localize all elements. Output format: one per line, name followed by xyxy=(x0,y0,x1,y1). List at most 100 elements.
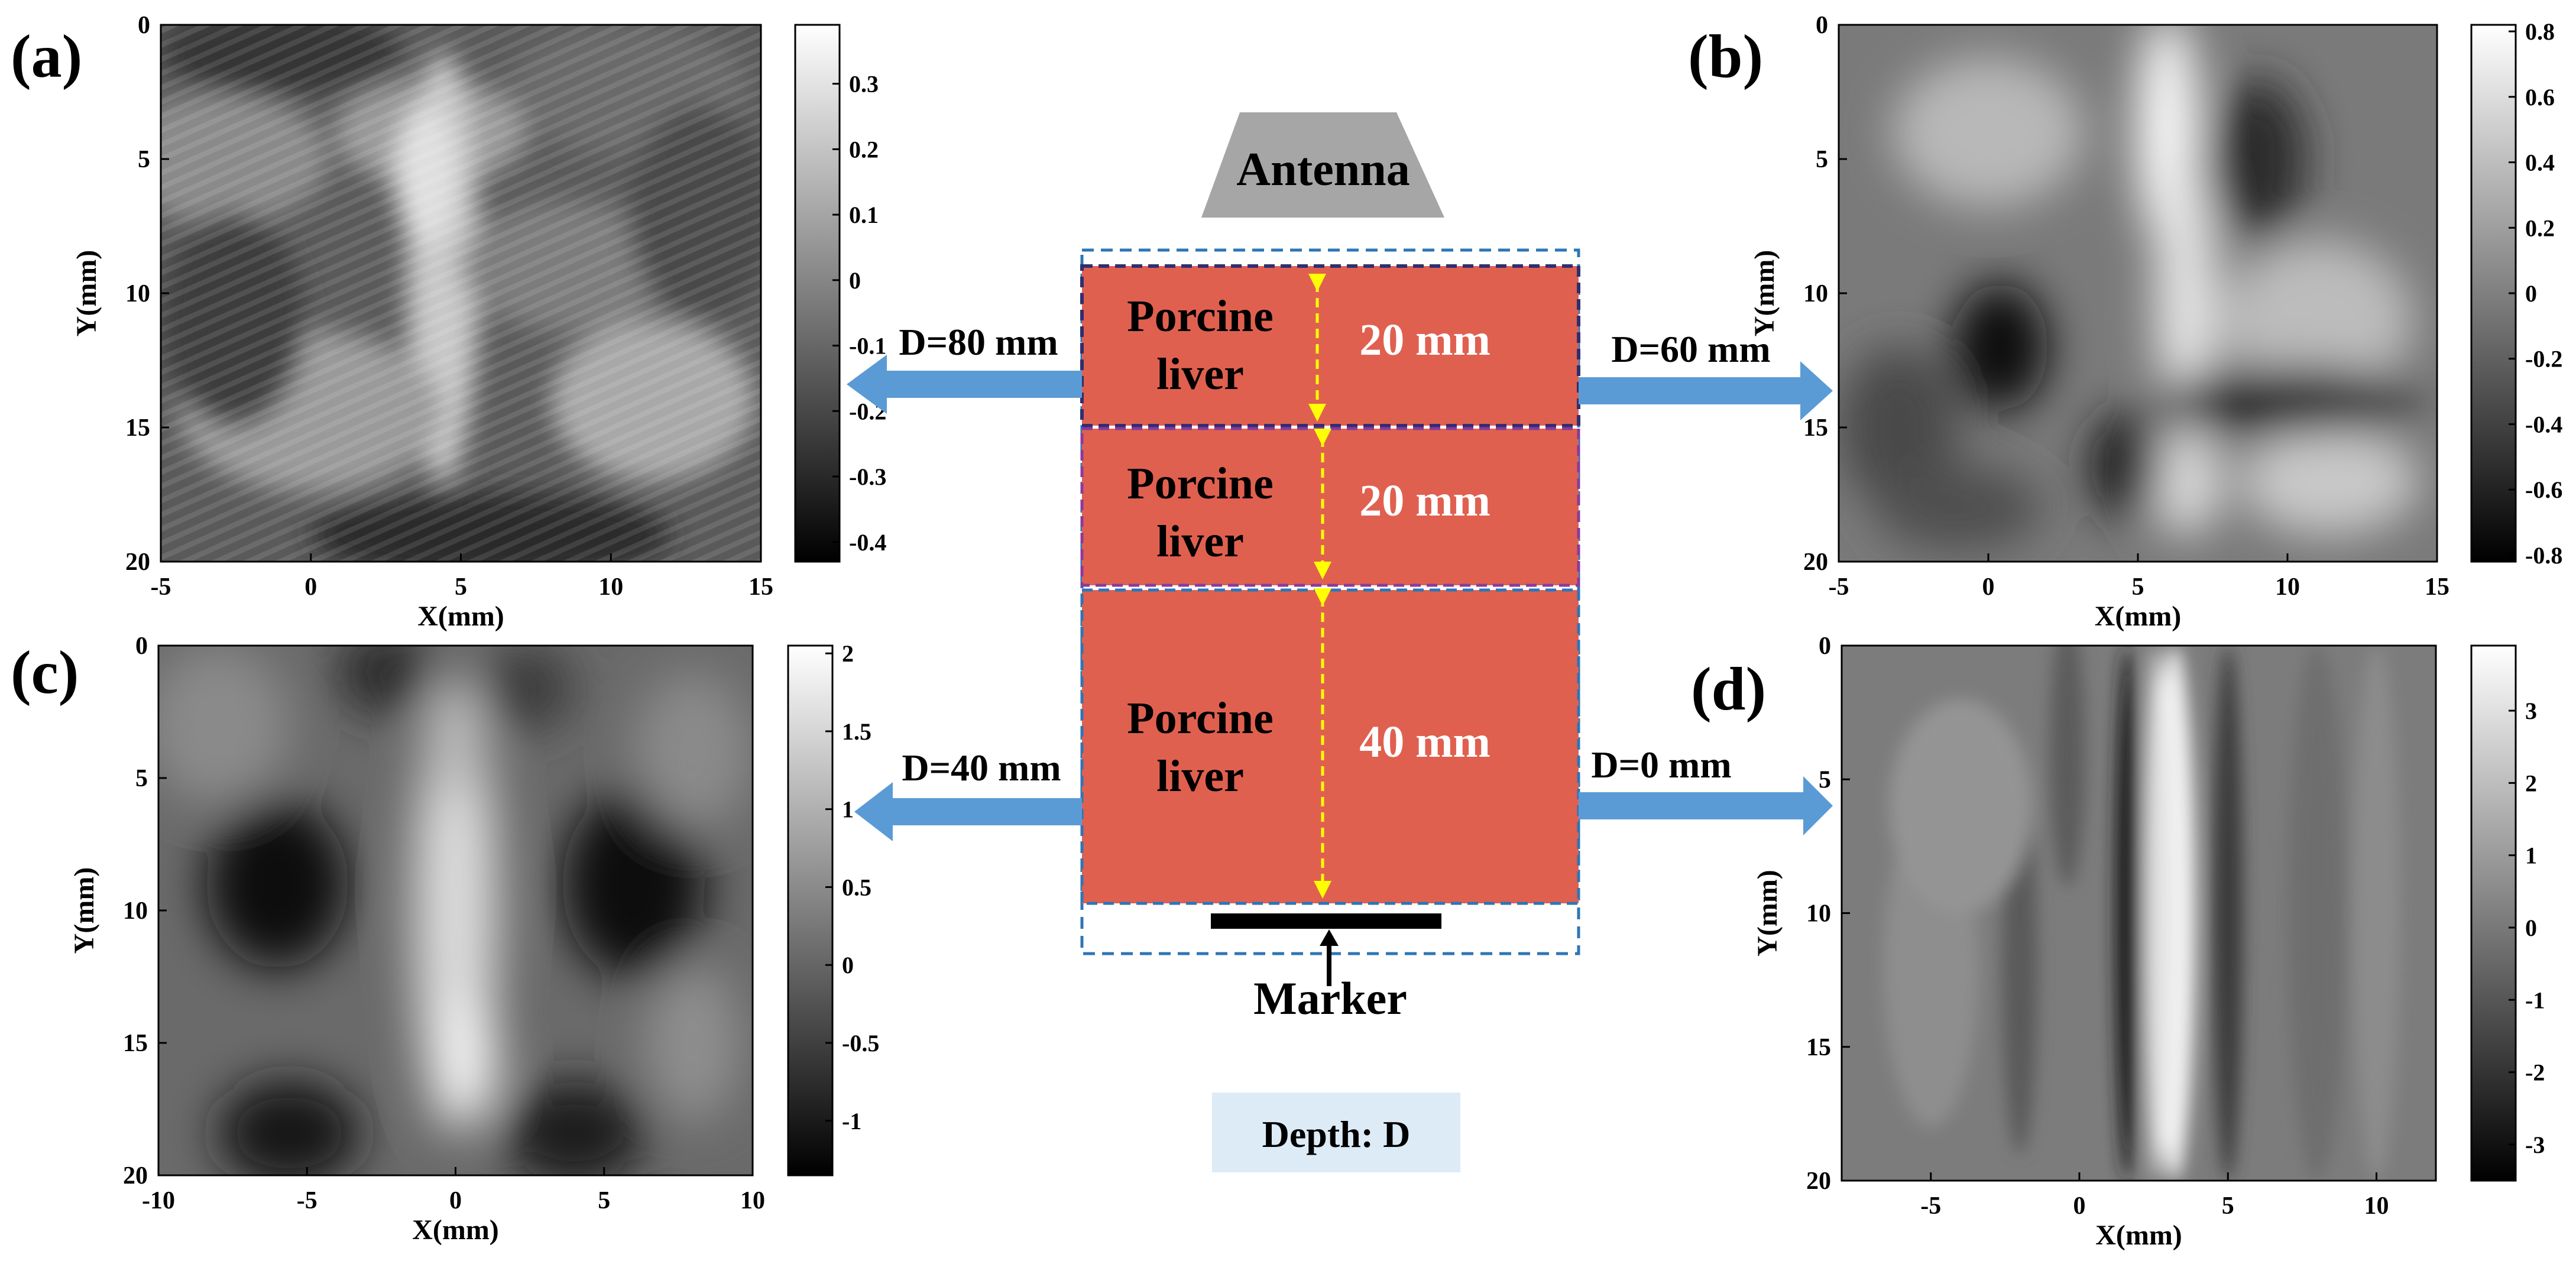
colorbar-tick-label: 0 xyxy=(842,952,854,978)
colorbar-tick-label: 0 xyxy=(2525,280,2537,307)
x-tick-label: 0 xyxy=(2073,1192,2086,1220)
y-tick-label: 20 xyxy=(125,549,150,576)
depth-label-b: D=60 mm xyxy=(1611,328,1770,370)
colorbar-tick-label: 0 xyxy=(2525,915,2537,941)
x-tick-label: 15 xyxy=(2425,573,2449,601)
depth-box xyxy=(1212,1093,1460,1172)
colorbar-tick-label: 2 xyxy=(842,640,854,667)
x-tick-label: -5 xyxy=(151,573,171,601)
y-axis-label: Y(mm) xyxy=(1749,250,1780,337)
x-tick-label: 10 xyxy=(2275,573,2300,601)
arrow-to-panel-c xyxy=(854,782,1082,841)
liver-layer-1 xyxy=(1080,264,1580,427)
colorbar-tick-label: 0.1 xyxy=(849,202,879,228)
colorbar-tick-label: 1 xyxy=(842,796,854,823)
x-tick-label: -5 xyxy=(297,1187,317,1214)
colorbar-tick-label: -0.4 xyxy=(849,529,886,556)
colorbar-tick-label: -1 xyxy=(842,1108,861,1135)
colorbar-tick-label: -2 xyxy=(2525,1059,2545,1086)
y-tick-label: 20 xyxy=(123,1162,148,1190)
colorbar-tick-label: 0.6 xyxy=(2525,84,2555,111)
x-axis-label: X(mm) xyxy=(412,1214,499,1246)
colorbar-tick-label: 2 xyxy=(2525,770,2537,796)
y-tick-label: 5 xyxy=(1819,766,1831,793)
x-tick-label: 0 xyxy=(1982,573,1995,601)
colorbar-tick-label: 0.2 xyxy=(849,136,879,163)
arrow-to-panel-a xyxy=(847,355,1082,414)
heatmap-image xyxy=(1842,646,2436,1181)
x-tick-label: -10 xyxy=(142,1187,175,1214)
colorbar xyxy=(787,644,834,1176)
y-tick-label: 15 xyxy=(1806,1034,1831,1061)
y-tick-label: 5 xyxy=(1816,146,1828,173)
colorbar-tick-label: -0.4 xyxy=(2525,411,2562,437)
x-tick-label: 10 xyxy=(598,573,623,601)
y-axis-label: Y(mm) xyxy=(69,867,100,954)
colorbar-tick-label: -0.5 xyxy=(842,1030,879,1056)
y-tick-label: 20 xyxy=(1806,1168,1831,1195)
colorbar-tick-label: 0.3 xyxy=(849,71,879,98)
marker-label: Marker xyxy=(1253,973,1407,1024)
x-tick-label: 0 xyxy=(449,1187,462,1214)
heatmap-image xyxy=(158,646,753,1175)
y-tick-label: 20 xyxy=(1803,549,1828,576)
colorbar-tick-label: 0 xyxy=(849,267,861,294)
colorbar-tick-label: -0.6 xyxy=(2525,477,2562,503)
layer-2-thickness: 20 mm xyxy=(1359,476,1490,526)
y-tick-label: 0 xyxy=(135,633,148,660)
y-tick-label: 10 xyxy=(123,897,148,925)
colorbar-tick-label: 1.5 xyxy=(842,718,871,745)
colorbar-tick-label: 0.2 xyxy=(2525,215,2555,241)
x-tick-label: 5 xyxy=(455,573,467,601)
heatmap-image xyxy=(161,25,761,562)
y-tick-label: 15 xyxy=(125,414,150,442)
arrow-to-panel-d xyxy=(1579,776,1833,835)
layer-1-thickness: 20 mm xyxy=(1359,315,1490,365)
depth-box-label: Depth: D xyxy=(1262,1113,1411,1155)
y-tick-label: 0 xyxy=(1819,633,1831,660)
y-axis-label: Y(mm) xyxy=(71,250,102,337)
x-axis-label: X(mm) xyxy=(417,601,504,632)
colorbar xyxy=(2470,644,2517,1182)
depth-label-c: D=40 mm xyxy=(902,747,1061,789)
heatmap-image xyxy=(1839,25,2437,562)
y-tick-label: 5 xyxy=(135,765,148,792)
colorbar-tick-label: 0.5 xyxy=(842,874,871,900)
antenna-label: Antenna xyxy=(1236,144,1409,196)
liver-layer-3 xyxy=(1080,588,1580,905)
colorbar-tick-label: -0.2 xyxy=(2525,346,2562,372)
x-tick-label: 15 xyxy=(749,573,773,601)
x-tick-label: 5 xyxy=(2222,1192,2234,1220)
x-tick-label: -5 xyxy=(1920,1192,1941,1220)
colorbar-tick-label: 0.4 xyxy=(2525,150,2555,176)
colorbar-tick-label: -1 xyxy=(2525,987,2545,1013)
y-tick-label: 5 xyxy=(138,146,150,173)
x-axis-label: X(mm) xyxy=(2095,601,2182,632)
marker-bar xyxy=(1211,913,1441,929)
y-tick-label: 0 xyxy=(138,12,150,39)
marker-pointer-head xyxy=(1320,929,1339,946)
colorbar-tick-label: -3 xyxy=(2525,1132,2545,1158)
colorbar-tick-label: -0.1 xyxy=(849,333,886,359)
x-tick-label: 5 xyxy=(598,1187,610,1214)
y-tick-label: 10 xyxy=(1803,280,1828,307)
colorbar-tick-label: 0.8 xyxy=(2525,18,2555,45)
x-tick-label: 5 xyxy=(2132,573,2144,601)
panel-letter: (b) xyxy=(1688,22,1763,90)
panel-letter: (a) xyxy=(11,22,82,90)
x-tick-label: 10 xyxy=(2364,1192,2389,1220)
y-tick-label: 15 xyxy=(123,1030,148,1057)
colorbar-tick-label: 3 xyxy=(2525,698,2537,724)
panel-letter: (c) xyxy=(11,638,79,706)
colorbar xyxy=(2470,24,2517,563)
y-tick-label: 15 xyxy=(1803,414,1828,442)
depth-label-d: D=0 mm xyxy=(1591,744,1731,786)
